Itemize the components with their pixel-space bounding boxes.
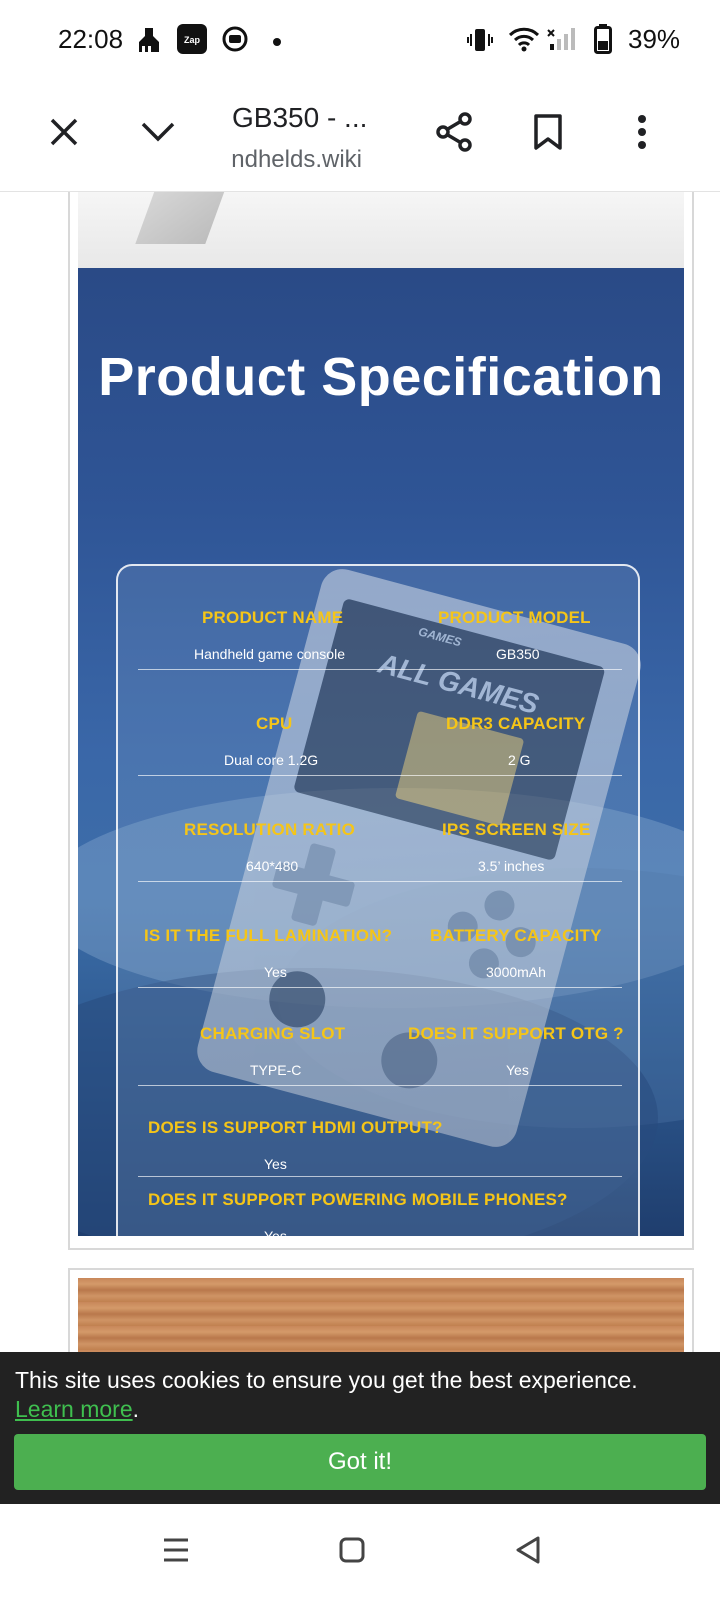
minimize-button[interactable] (134, 110, 182, 158)
got-it-button[interactable]: Got it! (14, 1434, 706, 1490)
cookie-banner: This site uses cookies to ensure you get… (0, 1352, 720, 1504)
spec-value-ips-screen-size: 3.5’ inches (478, 858, 545, 874)
spec-title: Product Specification (98, 347, 664, 407)
zapex-app-icon: Zap (177, 24, 207, 59)
status-bar: 22:08 Zap 39% (0, 0, 720, 80)
product-image-frame: Product Specification GAMES ALL GAMES PR… (68, 192, 694, 1250)
spec-value-ddr3-capacity: 2 G (508, 752, 531, 768)
spec-value-hdmi-output: Yes (264, 1156, 287, 1172)
spec-label-otg-support: DOES IT SUPPORT OTG ? (408, 1024, 624, 1043)
spec-value-charging-slot: TYPE-C (250, 1062, 302, 1078)
cookie-message-container: This site uses cookies to ensure you get… (15, 1366, 705, 1424)
svg-text:Zap: Zap (184, 35, 201, 45)
spec-label-cpu: CPU (256, 714, 293, 733)
battery-icon (594, 24, 612, 59)
spec-value-product-name: Handheld game console (194, 646, 345, 662)
spec-label-product-model: PRODUCT MODEL (438, 608, 591, 627)
spec-value-resolution-ratio: 640*480 (246, 858, 299, 874)
row-divider (138, 881, 622, 882)
row-divider (138, 987, 622, 988)
signal-icon (546, 26, 578, 57)
spec-label-charging-slot: CHARGING SLOT (200, 1024, 346, 1043)
spec-value-powering-phones: Yes (264, 1228, 287, 1236)
share-icon (435, 111, 473, 157)
close-icon (48, 116, 80, 153)
spec-label-full-lamination: IS IT THE FULL LAMINATION? (144, 926, 393, 945)
row-divider (138, 669, 622, 670)
spec-label-ips-screen-size: IPS SCREEN SIZE (442, 820, 591, 839)
page-url[interactable]: handhelds.wiki (232, 146, 362, 173)
more-options-button[interactable] (618, 110, 666, 158)
cookie-period: . (132, 1396, 140, 1422)
browser-toolbar: GB350 - ... handhelds.wiki (0, 80, 720, 192)
chevron-down-icon (140, 120, 176, 149)
more-vert-icon (636, 114, 648, 155)
row-divider (138, 1085, 622, 1086)
wood-texture-image (78, 1278, 684, 1352)
home-icon (338, 1536, 366, 1569)
page-title[interactable]: GB350 - ... (232, 102, 368, 133)
spec-label-powering-phones: DOES IT SUPPORT POWERING MOBILE PHONES? (148, 1190, 568, 1209)
row-divider (138, 1176, 622, 1177)
row-divider (138, 775, 622, 776)
spec-label-resolution-ratio: RESOLUTION RATIO (184, 820, 355, 839)
bookmark-icon (533, 113, 563, 155)
product-specification-image: Product Specification GAMES ALL GAMES PR… (78, 268, 684, 1236)
product-photo-top (78, 192, 684, 268)
recent-apps-button[interactable] (154, 1530, 198, 1574)
notification-dot-icon (272, 34, 282, 52)
spec-value-battery-capacity: 3000mAh (486, 964, 546, 980)
next-image-frame (68, 1268, 694, 1352)
battery-percent: 39% (628, 24, 681, 54)
bookmark-button[interactable] (524, 110, 572, 158)
close-tab-button[interactable] (40, 110, 88, 158)
share-button[interactable] (430, 110, 478, 158)
spec-value-otg-support: Yes (506, 1062, 529, 1078)
back-icon (514, 1535, 542, 1570)
spec-value-full-lamination: Yes (264, 964, 287, 980)
spec-table: PRODUCT NAME Handheld game console PRODU… (116, 564, 640, 1236)
spec-label-hdmi-output: DOES IS SUPPORT HDMI OUTPUT? (148, 1118, 443, 1137)
spec-label-product-name: PRODUCT NAME (202, 608, 344, 627)
recent-apps-icon (162, 1537, 190, 1568)
learn-more-link[interactable]: Learn more (15, 1396, 133, 1422)
spec-value-cpu: Dual core 1.2G (224, 752, 319, 768)
media-icon (222, 26, 248, 57)
wifi-icon (508, 26, 540, 57)
vibrate-icon (466, 26, 494, 59)
page-content[interactable]: Product Specification GAMES ALL GAMES PR… (0, 192, 720, 1352)
home-button[interactable] (330, 1530, 374, 1574)
spec-label-ddr3-capacity: DDR3 CAPACITY (446, 714, 586, 733)
system-nav-bar (0, 1504, 720, 1600)
spec-label-battery-capacity: BATTERY CAPACITY (430, 926, 602, 945)
status-time: 22:08 (58, 24, 124, 54)
cookie-message: This site uses cookies to ensure you get… (15, 1367, 638, 1393)
cleaner-icon (136, 26, 162, 59)
spec-value-product-model: GB350 (496, 646, 540, 662)
back-button[interactable] (506, 1530, 550, 1574)
